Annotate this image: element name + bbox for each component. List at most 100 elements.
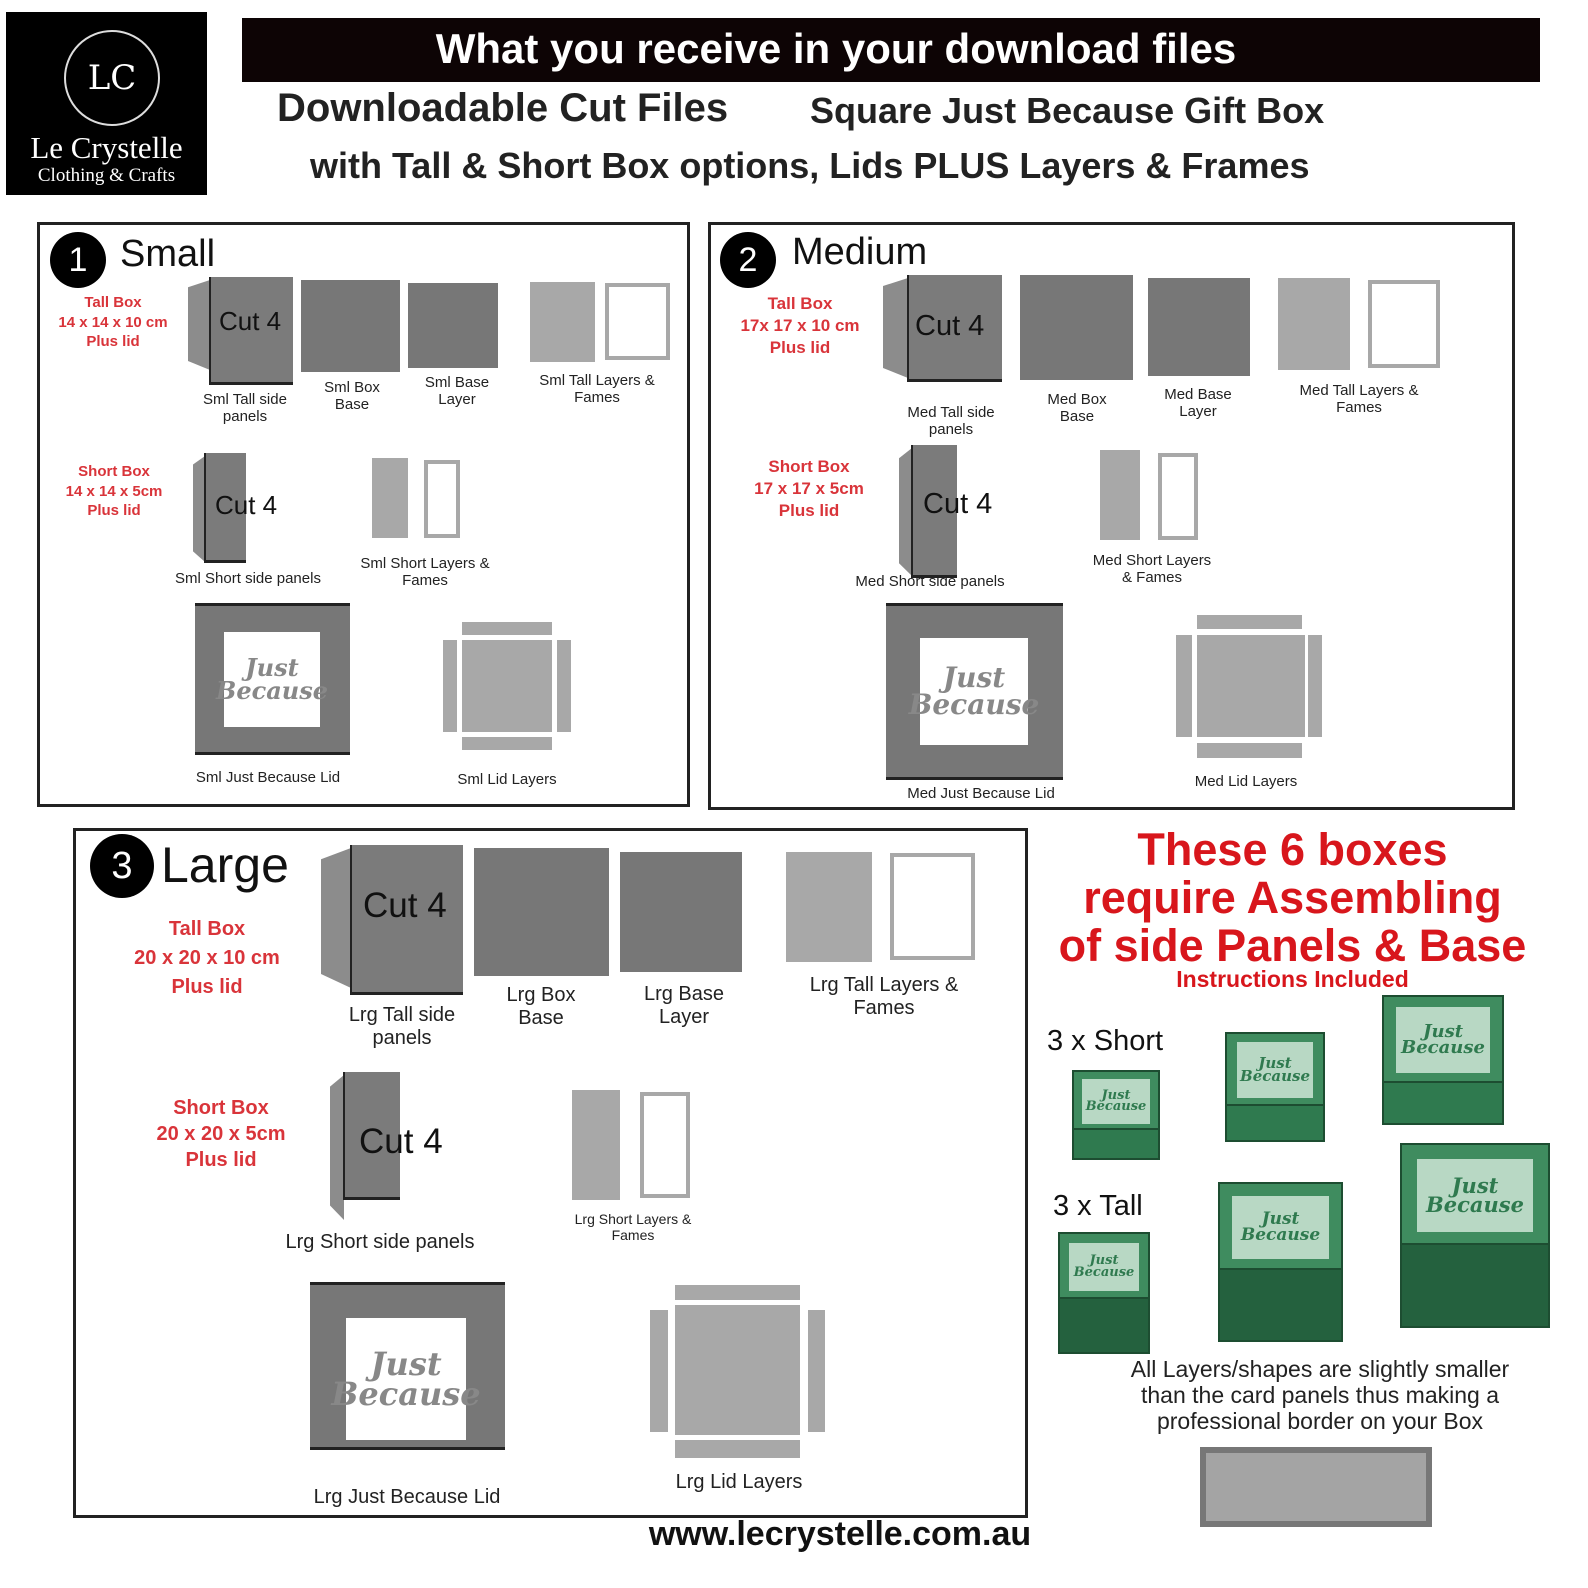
label: Sml Just Because Lid — [195, 769, 341, 786]
label: Med Just Because Lid — [907, 785, 1055, 802]
section-title: Medium — [792, 231, 928, 273]
label: Lrg Just Because Lid — [313, 1486, 501, 1508]
side-panel-flap — [193, 456, 205, 562]
label: Sml Box Base — [324, 379, 380, 414]
short-frame — [424, 460, 460, 538]
short-frame — [640, 1092, 690, 1198]
short-layer — [572, 1090, 620, 1200]
box-base — [301, 280, 400, 372]
header-subtitle-a: Downloadable Cut Files — [277, 86, 729, 130]
lid-layer-bottom — [1197, 743, 1302, 758]
tall-layer — [786, 852, 872, 962]
lid-just-because: Just Because — [331, 1318, 481, 1440]
box-tall-medium: Just Because — [1218, 1182, 1343, 1342]
box-base — [474, 848, 609, 976]
label: Med Base Layer — [1164, 386, 1232, 421]
number-badge: 3 — [90, 834, 154, 898]
label: Med Tall Layers & Fames — [1299, 382, 1419, 417]
lid-layer-top — [462, 622, 552, 635]
lid — [886, 603, 1063, 780]
side-panel-flap — [321, 848, 351, 988]
box-tall-small: Just Because — [1058, 1232, 1150, 1354]
short-side-panel — [911, 445, 957, 578]
label: Med Tall side panels — [907, 404, 995, 439]
box-base — [1020, 275, 1133, 380]
label: Med Short side panels — [855, 573, 1005, 590]
logo-tagline: Clothing & Crafts — [37, 165, 176, 186]
label: Lrg Short Layers & Fames — [574, 1211, 692, 1244]
header-title: What you receive in your download files — [242, 18, 1540, 82]
lid-layer-top — [1197, 615, 1302, 629]
short-boxes-label: 3 x Short — [1047, 1025, 1164, 1057]
cut-label: Cut 4 — [363, 886, 447, 925]
section-title: Small — [120, 233, 216, 275]
tall-side-panel — [209, 277, 293, 385]
box-short-medium: Just Because — [1225, 1032, 1325, 1142]
lid-layer-right — [808, 1310, 825, 1432]
lid-just-because: Just Because — [909, 638, 1039, 745]
tall-frame — [605, 283, 670, 360]
number-badge: 1 — [50, 232, 106, 288]
header-subtitle-c: with Tall & Short Box options, Lids PLUS… — [310, 145, 1310, 186]
label: Sml Base Layer — [424, 374, 490, 409]
lid-layer-bottom — [462, 737, 552, 750]
box-short-small: Just Because — [1072, 1070, 1160, 1160]
side-panel-flap — [188, 280, 210, 370]
label: Med Box Base — [1047, 391, 1107, 426]
label: Lrg Tall Layers & Fames — [809, 974, 959, 1019]
label: Lrg Short side panels — [285, 1231, 475, 1253]
lid-layer-bottom — [675, 1440, 800, 1458]
logo-emblem: LC — [64, 30, 160, 126]
brand-logo: LC Le Crystelle Clothing & Crafts — [6, 12, 207, 195]
website-url[interactable]: www.lecrystelle.com.au — [648, 1515, 1032, 1553]
tall-frame — [890, 853, 975, 960]
lid-just-because: Just Because — [216, 632, 328, 727]
instructions-included: Instructions Included — [1176, 966, 1409, 992]
logo-brand: Le Crystelle — [30, 130, 183, 165]
cut-label: Cut 4 — [915, 310, 985, 342]
label: Lrg Box Base — [506, 984, 576, 1029]
base-layer — [1148, 278, 1250, 376]
tall-layer — [1278, 278, 1350, 370]
box-tall-large: Just Because — [1400, 1143, 1550, 1328]
label: Sml Short side panels — [175, 570, 321, 587]
lid-layer-left — [443, 640, 457, 732]
tall-side-panel — [350, 845, 463, 995]
lid-layer-center — [675, 1305, 800, 1435]
label: Lrg Tall side panels — [348, 1004, 456, 1049]
lid-layer-top — [675, 1285, 800, 1300]
label: Sml Short Layers & Fames — [360, 555, 490, 590]
side-panel-flap — [883, 278, 908, 378]
tall-frame — [1368, 280, 1440, 368]
label: Sml Tall Layers & Fames — [539, 372, 655, 407]
tall-layer — [530, 282, 595, 362]
short-frame — [1158, 453, 1198, 540]
short-side-panel — [204, 453, 246, 563]
lid-layer-center — [462, 640, 552, 732]
short-side-panel — [343, 1072, 400, 1200]
label: Med Short Layers & Fames — [1092, 552, 1212, 587]
label: Sml Tall side panels — [203, 391, 287, 426]
label: Lrg Lid Layers — [675, 1471, 803, 1493]
label: Lrg Base Layer — [643, 983, 725, 1028]
cut-label: Cut 4 — [219, 306, 282, 336]
base-layer — [620, 852, 742, 972]
lid-layer-center — [1197, 635, 1305, 737]
cut-label: Cut 4 — [923, 488, 993, 520]
footnote: All Layers/shapes are slightly smaller t… — [1130, 1356, 1510, 1434]
base-layer — [408, 283, 498, 368]
short-layer — [1100, 450, 1140, 540]
assembly-notice: These 6 boxes require Assembling of side… — [1058, 824, 1527, 971]
tall-side-panel — [907, 275, 1002, 382]
box-short-large: Just Because — [1382, 995, 1504, 1125]
lid-layer-left — [1176, 635, 1192, 737]
number-badge: 2 — [720, 232, 776, 288]
lid-layer-left — [650, 1310, 668, 1432]
lid-layer-right — [1308, 635, 1322, 737]
